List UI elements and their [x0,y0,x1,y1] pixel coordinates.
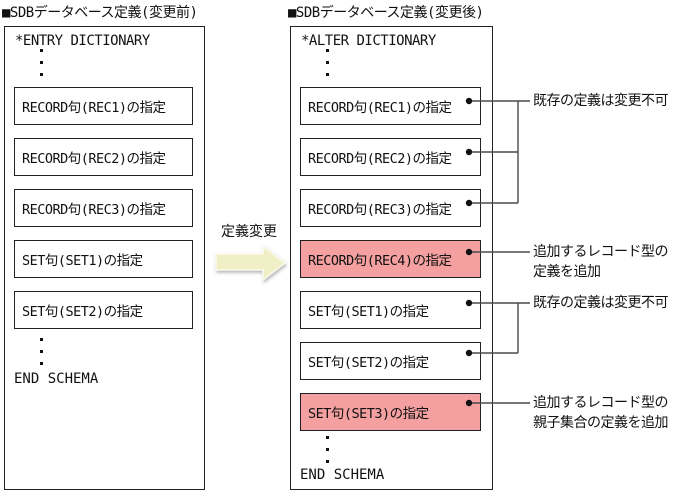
box-after-set3: SET句(SET3)の指定 [300,393,481,431]
dot [326,73,329,76]
after-end-schema: END SCHEMA [300,467,385,483]
annotation-line: 追加するレコード型の [533,244,669,260]
box-after-rec1: RECORD句(REC1)の指定 [300,87,481,125]
after-panel-title: ■SDBデータベース定義(変更後) [288,5,484,21]
after-dictionary-header: *ALTER DICTIONARY [301,33,436,49]
annotation-line: 既存の定義は変更不可 [533,93,669,109]
annotation-existing-defs-2: 既存の定義は変更不可 [533,293,669,313]
box-before-rec3: RECORD句(REC3)の指定 [14,189,193,227]
dot [326,460,329,463]
annotation-line: 既存の定義は変更不可 [533,295,669,311]
dot [326,61,329,64]
transition-arrow-icon [215,244,287,282]
ellipsis-dots-after-bottom [326,436,329,463]
dot [40,73,43,76]
annotation-add-parent-child-set: 追加するレコード型の 親子集合の定義を追加 [533,393,669,433]
dot [40,362,43,365]
before-end-schema: END SCHEMA [14,371,99,387]
box-after-rec2: RECORD句(REC2)の指定 [300,138,481,176]
arrow-polygon [215,244,287,282]
dot [40,350,43,353]
annotation-line: 追加するレコード型の [533,395,669,411]
before-panel-title: ■SDBデータベース定義(変更前) [2,5,198,21]
dot [40,61,43,64]
dot [326,49,329,52]
annotation-add-record-type: 追加するレコード型の 定義を追加 [533,242,669,282]
box-after-set2: SET句(SET2)の指定 [300,342,481,380]
dot [326,448,329,451]
annotation-line: 定義を追加 [533,264,601,280]
dot [326,436,329,439]
ellipsis-dots-before-bottom [40,338,43,365]
annotation-line: 親子集合の定義を追加 [533,415,669,431]
ellipsis-dots-after-top [326,49,329,76]
before-dictionary-header: *ENTRY DICTIONARY [15,33,150,49]
box-before-rec1: RECORD句(REC1)の指定 [14,87,193,125]
ellipsis-dots-before-top [40,49,43,76]
box-before-set1: SET句(SET1)の指定 [14,240,193,278]
dot [40,49,43,52]
box-before-rec2: RECORD句(REC2)の指定 [14,138,193,176]
transition-label: 定義変更 [221,224,277,240]
dot [40,338,43,341]
box-after-rec3: RECORD句(REC3)の指定 [300,189,481,227]
box-after-set1: SET句(SET1)の指定 [300,291,481,329]
annotation-existing-defs-1: 既存の定義は変更不可 [533,91,669,111]
box-before-set2: SET句(SET2)の指定 [14,291,193,329]
box-after-rec4: RECORD句(REC4)の指定 [300,240,481,278]
